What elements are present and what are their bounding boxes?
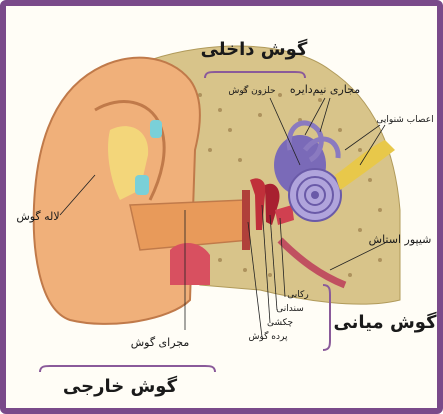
title-middle-ear: گوش میانی <box>333 311 437 333</box>
ear-canal-lower <box>170 243 210 285</box>
label-hammer: چکشی <box>267 318 293 328</box>
title-inner-ear: گوش داخلی <box>201 38 308 60</box>
label-anvil: سندانی <box>276 304 304 314</box>
label-eardrum: پرده گوش <box>249 330 288 342</box>
label-stirrup: رکابی <box>287 290 308 300</box>
label-semicircular-canals: مجاری نیم‌دایره <box>290 83 360 96</box>
cartilage-spot-1 <box>135 175 149 195</box>
label-auditory-nerves: اعصاب شنوایی <box>376 115 433 125</box>
label-cochlea: حلزون گوش <box>228 84 275 96</box>
label-ear-canal: مجرای گوش <box>131 336 190 349</box>
cartilage-spot-2 <box>150 120 162 138</box>
eardrum <box>242 190 250 250</box>
label-eustachian-tube: شیپور استاش <box>369 233 432 246</box>
cochlea-spiral <box>289 169 341 221</box>
title-outer-ear: گوش خارجی <box>63 375 178 397</box>
label-pinna: لاله گوش <box>16 210 59 223</box>
